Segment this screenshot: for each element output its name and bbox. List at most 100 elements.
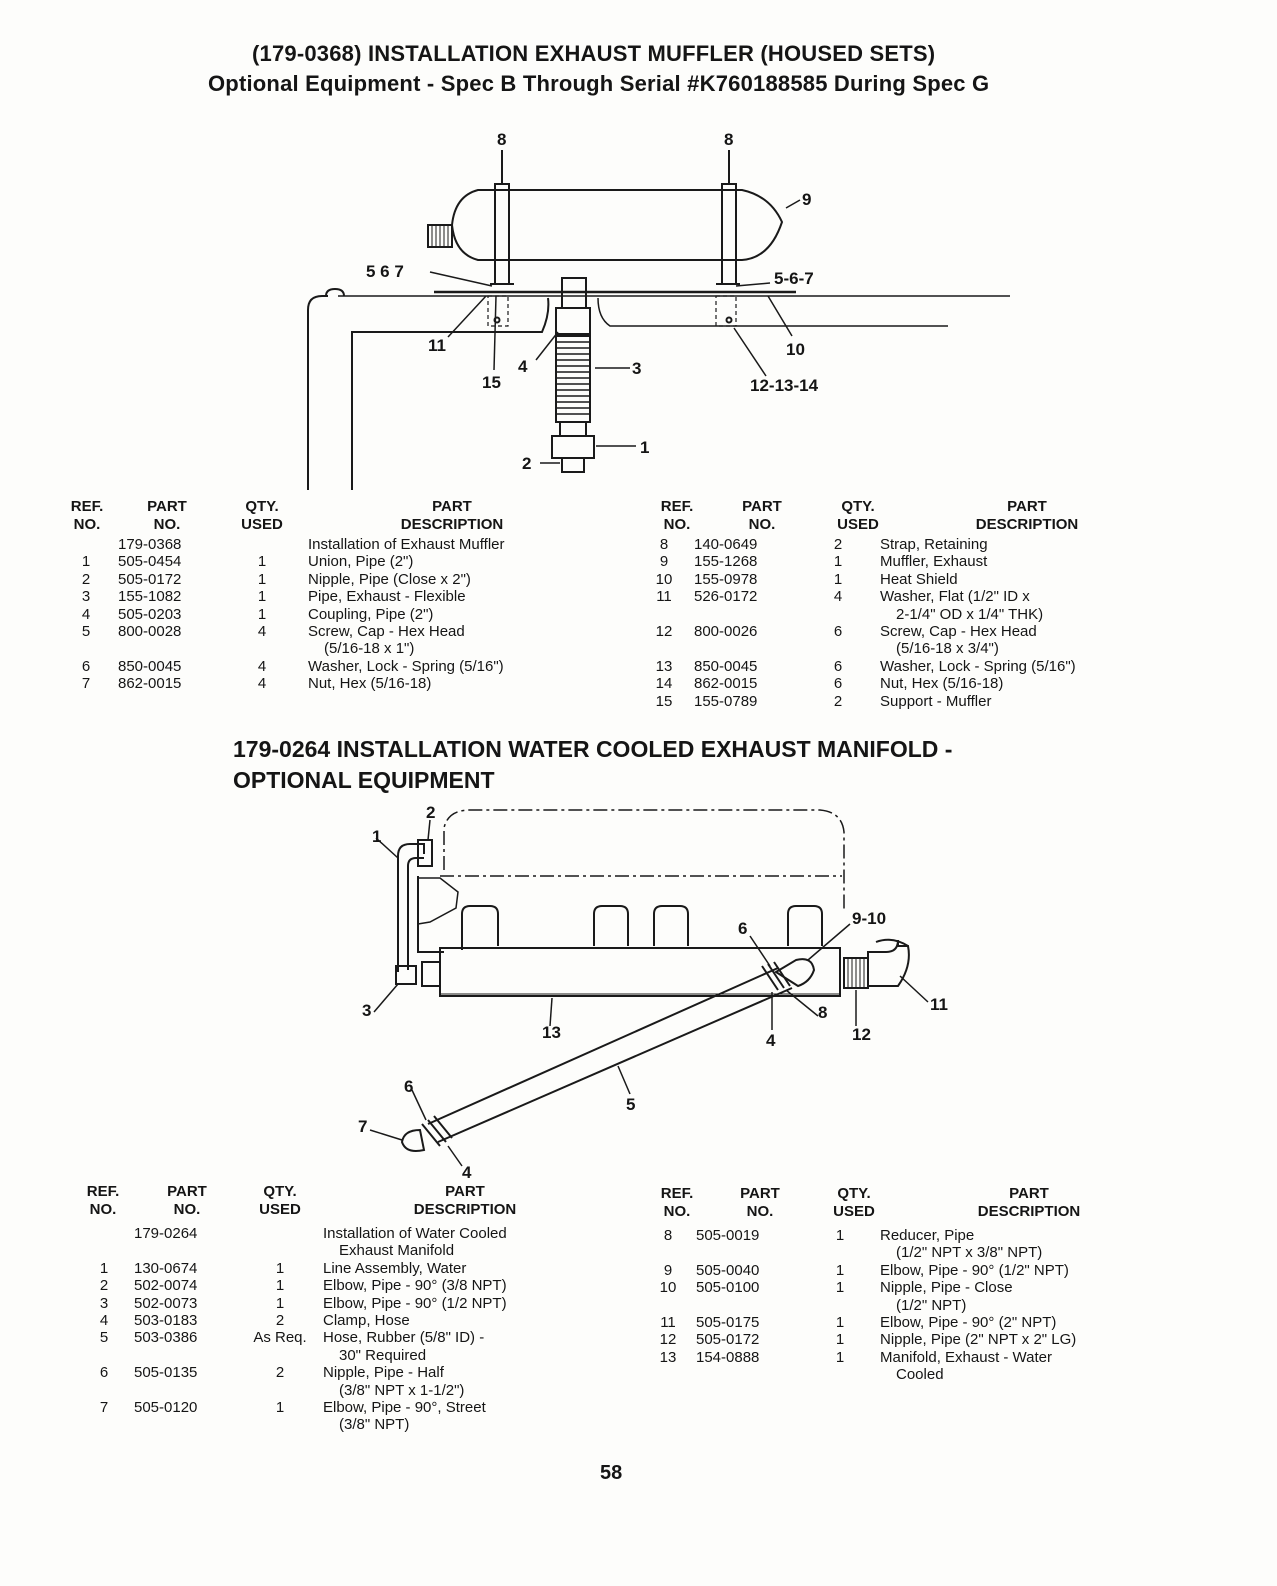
cell-part: 179-0264 (134, 1225, 198, 1242)
cell-desc2: 2-1/4" OD x 1/4" THK) (896, 605, 1044, 623)
cell-desc2: (3/8" NPT x 1-1/2") (339, 1381, 465, 1399)
cell-part: 505-0203 (118, 605, 182, 623)
cell-ref: 8 (659, 536, 669, 553)
cell-desc: Washer, Lock - Spring (5/16") (880, 657, 1076, 675)
callout-11: 11 (428, 336, 446, 355)
cell-ref: 2 (81, 570, 91, 588)
cell-part: 155-0978 (694, 570, 758, 588)
cell-desc: Muffler, Exhaust (880, 553, 988, 571)
cell-qty: 1 (835, 1227, 845, 1244)
cell-part: 155-1082 (118, 588, 182, 606)
cell-part: 505-0120 (134, 1399, 198, 1416)
cell-qty: 1 (257, 605, 267, 623)
callout-12-13-14: 12-13-14 (750, 376, 819, 395)
callout-10: 10 (786, 340, 805, 359)
cell-desc: Screw, Cap - Hex Head (880, 623, 1037, 640)
cell-desc: Nipple, Pipe - Close (880, 1279, 1013, 1297)
cell-part: 502-0073 (134, 1294, 198, 1312)
callout-5-6-7-right: 5-6-7 (774, 269, 814, 288)
cell-part: 505-0100 (696, 1279, 760, 1297)
callout-8b: 8 (724, 130, 733, 149)
cell-qty: 2 (833, 692, 843, 710)
cell-ref: 11 (656, 588, 672, 606)
cell-part: 502-0074 (134, 1277, 198, 1295)
cell-qty: 4 (833, 588, 843, 606)
cell-part: 155-1268 (694, 553, 758, 571)
cell-part: 505-0040 (696, 1261, 760, 1279)
manifold-diagram: 1 2 6 9-10 3 13 8 4 12 11 6 5 7 4 (358, 803, 948, 1182)
cell-qty: 1 (257, 570, 267, 588)
cell-desc: Pipe, Exhaust - Flexible (308, 588, 466, 606)
cell-ref: 15 (655, 692, 673, 710)
cell-desc: Elbow, Pipe - 90° (2" NPT) (880, 1314, 1057, 1331)
callout-13: 13 (542, 1023, 561, 1042)
cell-desc: Washer, Lock - Spring (5/16") (308, 657, 504, 675)
col-desc-header: PART DESCRIPTION (413, 1183, 517, 1218)
section1-subtitle: Optional Equipment - Spec B Through Seri… (208, 71, 990, 96)
cell-part: 155-0789 (694, 692, 758, 710)
callout-15: 15 (482, 373, 501, 392)
cell-ref: 4 (99, 1312, 109, 1329)
cell-desc: Strap, Retaining (880, 536, 988, 553)
cell-qty: 1 (835, 1331, 845, 1349)
col-part-header: PART NO. (742, 498, 782, 533)
cell-desc: Nipple, Pipe - Half (323, 1364, 444, 1382)
cell-desc: Elbow, Pipe - 90° (3/8 NPT) (323, 1277, 507, 1295)
callout-12: 12 (852, 1025, 871, 1044)
col-ref-header: REF. NO. (70, 498, 104, 533)
cell-qty: 1 (835, 1261, 845, 1279)
cell-desc: Heat Shield (880, 570, 958, 588)
cell-desc: Nut, Hex (5/16-18) (880, 675, 1004, 693)
cell-ref: 1 (99, 1259, 109, 1277)
cell-ref: 5 (99, 1329, 109, 1347)
callout-6-bottom: 6 (404, 1077, 413, 1096)
col-desc-header: PART DESCRIPTION (975, 498, 1079, 533)
cell-qty: 1 (833, 553, 843, 571)
section2-subtitle: OPTIONAL EQUIPMENT (233, 767, 495, 793)
cell-desc: Elbow, Pipe - 90° (1/2 NPT) (323, 1294, 507, 1312)
col-part-header: PART NO. (167, 1183, 207, 1218)
cell-ref: 5 (81, 623, 91, 640)
cell-ref: 12 (659, 1331, 677, 1349)
cell-part: 130-0674 (134, 1259, 198, 1277)
cell-desc: Nut, Hex (5/16-18) (308, 675, 432, 693)
callout-5: 5 (626, 1095, 635, 1114)
cell-ref: 13 (659, 1348, 677, 1366)
cell-qty: 1 (257, 588, 267, 606)
cell-desc: Installation of Water Cooled (323, 1225, 507, 1242)
cell-ref: 6 (81, 657, 91, 675)
cell-qty: 1 (833, 570, 843, 588)
cell-desc: Clamp, Hose (323, 1312, 410, 1329)
cell-part: 505-0172 (696, 1331, 760, 1349)
cell-ref: 14 (655, 675, 673, 693)
callout-2: 2 (426, 803, 435, 822)
cell-part: 800-0026 (694, 623, 758, 640)
cell-qty: 1 (257, 553, 267, 571)
cell-ref: 13 (655, 657, 673, 675)
callout-8: 8 (818, 1003, 827, 1022)
cell-qty: 4 (257, 675, 267, 693)
cell-desc: Union, Pipe (2") (308, 553, 414, 571)
cell-desc: Coupling, Pipe (2") (308, 605, 434, 623)
cell-desc: Elbow, Pipe - 90°, Street (323, 1399, 486, 1416)
col-qty-header: QTY. USED (833, 1185, 875, 1220)
callout-9: 9 (802, 190, 811, 209)
callout-9-10: 9-10 (852, 909, 886, 928)
callout-4: 4 (518, 357, 528, 376)
cell-part: 850-0045 (694, 657, 758, 675)
cell-part: 862-0015 (694, 675, 758, 693)
cell-ref: 7 (99, 1399, 109, 1416)
cell-ref: 11 (660, 1314, 676, 1331)
cell-desc2: (5/16-18 x 1") (324, 640, 415, 658)
cell-ref: 3 (99, 1294, 109, 1312)
cell-ref: 3 (81, 588, 91, 606)
col-part-header: PART NO. (740, 1185, 780, 1220)
cell-ref: 4 (81, 605, 91, 623)
callout-1: 1 (640, 438, 649, 457)
callout-3: 3 (632, 359, 641, 378)
col-ref-header: REF. NO. (660, 1185, 694, 1220)
cell-desc: Screw, Cap - Hex Head (308, 623, 465, 640)
callout-2: 2 (522, 454, 531, 473)
cell-desc2: (3/8" NPT) (339, 1416, 410, 1434)
cell-part: 505-0135 (134, 1364, 198, 1382)
